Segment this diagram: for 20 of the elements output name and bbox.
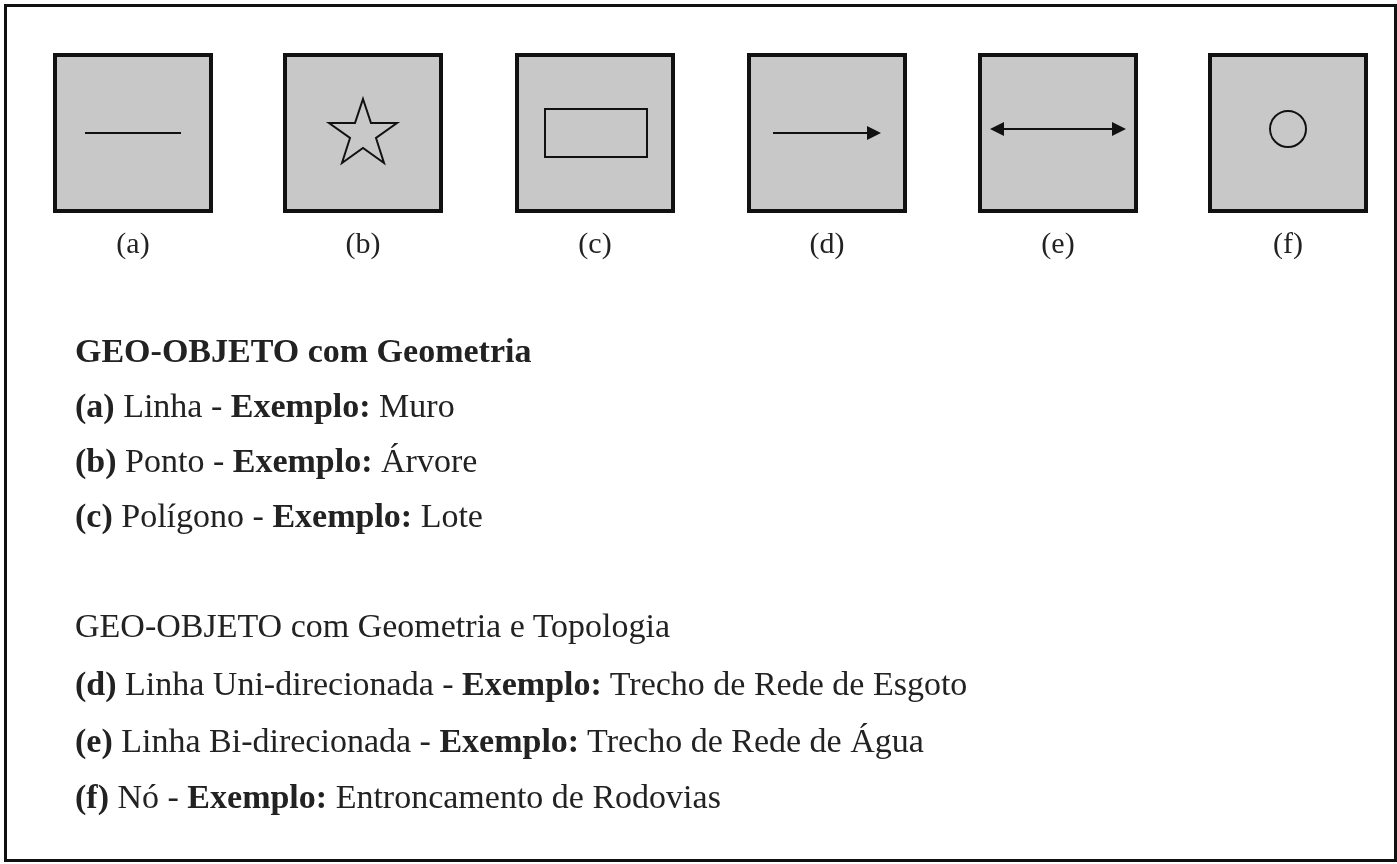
- description-text: (d) Linha Uni-direcionada - Exemplo: Trecho de Rede de Esgoto: [75, 665, 968, 703]
- figure-caption: (b): [345, 226, 381, 260]
- symbol-tile: [283, 53, 443, 213]
- description-text: (f) Nó - Exemplo: Entroncamento de Rodovias: [75, 778, 721, 816]
- figure-caption: (c): [578, 226, 612, 260]
- symbol-tile: [515, 53, 675, 213]
- symbol-tile: [978, 53, 1138, 213]
- section-heading: GEO-OBJETO com Geometria e Topologia: [75, 607, 671, 645]
- description-text: (c) Polígono - Exemplo: Lote: [75, 497, 483, 535]
- description-text: (e) Linha Bi-direcionada - Exemplo: Trecho de Rede de Água: [75, 722, 924, 760]
- symbol-tile: [1208, 53, 1368, 213]
- symbol-tile: [53, 53, 213, 213]
- figure-caption: (a): [116, 226, 150, 260]
- symbol-tile: [747, 53, 907, 213]
- figure-caption: (e): [1041, 226, 1075, 260]
- section-heading: GEO-OBJETO com Geometria: [75, 332, 532, 370]
- figure-caption: (f): [1273, 226, 1303, 260]
- figure-caption: (d): [809, 226, 845, 260]
- description-text: (a) Linha - Exemplo: Muro: [75, 387, 455, 425]
- description-text: (b) Ponto - Exemplo: Árvore: [75, 442, 478, 480]
